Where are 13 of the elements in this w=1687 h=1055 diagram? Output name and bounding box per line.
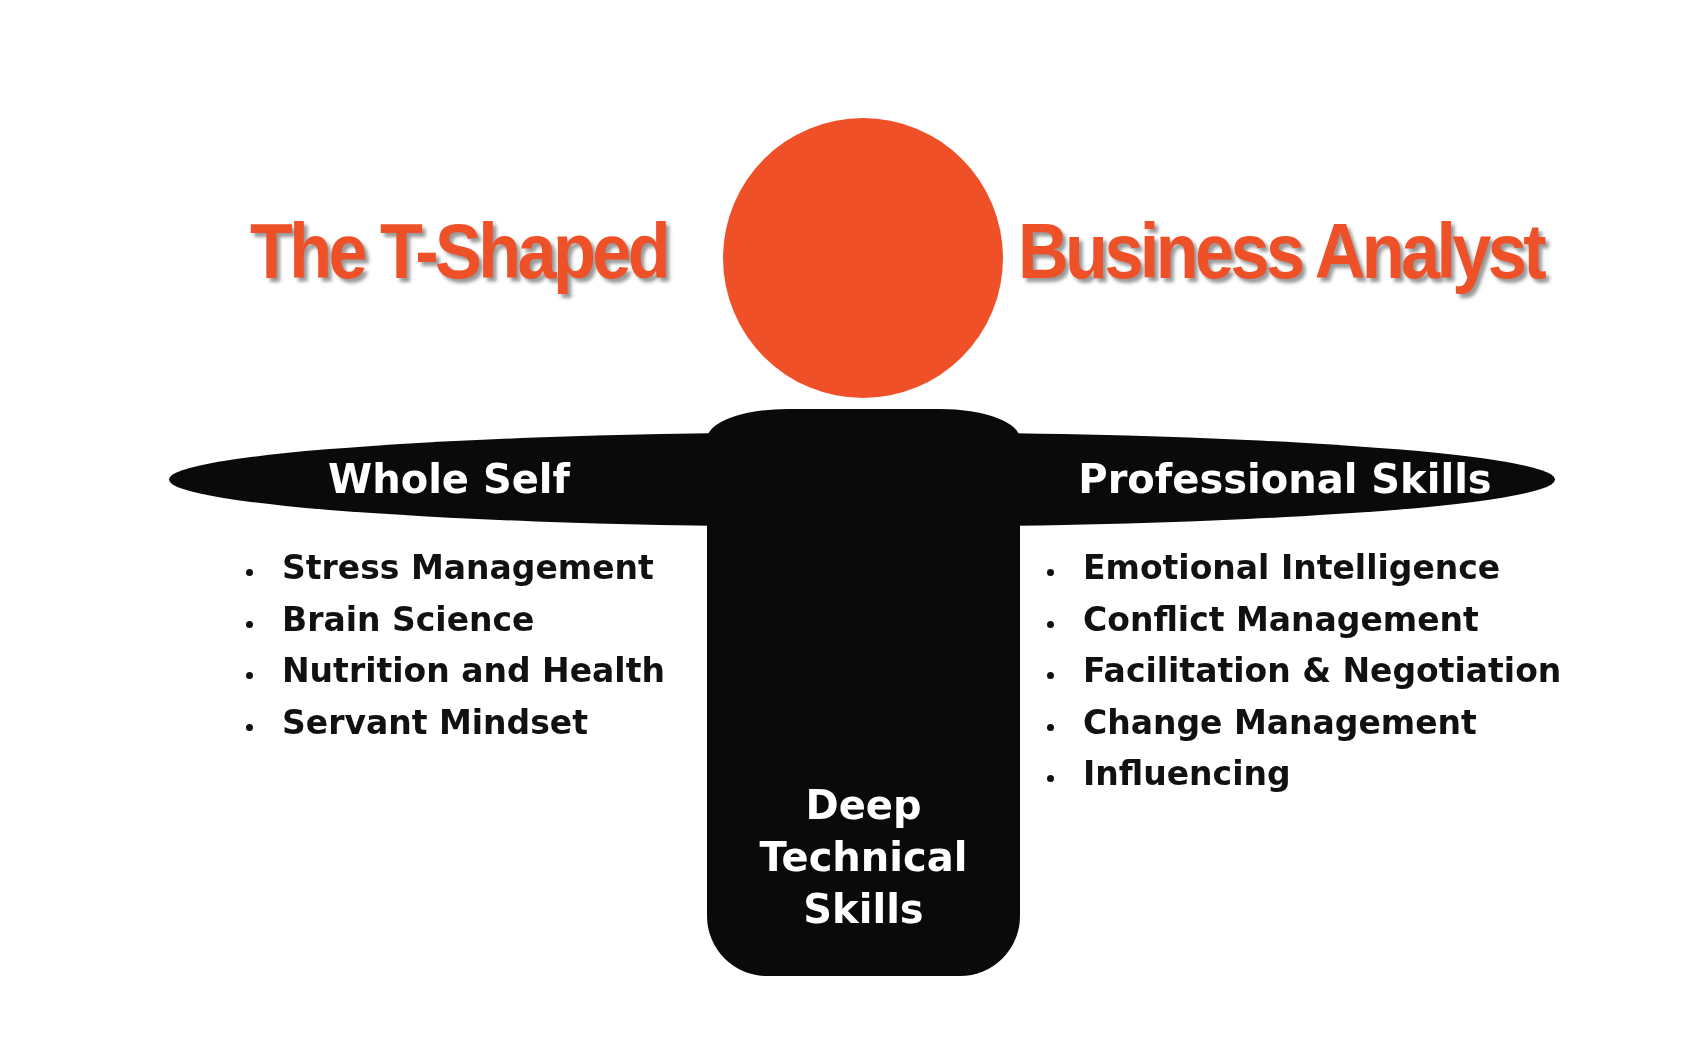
stem-body <box>707 409 1020 976</box>
band-heading: Whole Self <box>327 459 572 499</box>
bullet-item: Stress Management <box>246 550 654 587</box>
stem-label: Deep Technical Skills <box>758 781 969 934</box>
bullet-item: Conflict Management <box>1047 601 1479 638</box>
bullet-item: Influencing <box>1047 756 1291 793</box>
bullet-item: Change Management <box>1047 704 1477 742</box>
bullet-item: Emotional Intelligence <box>1047 550 1501 587</box>
bullet-item: Facilitation & Negotiation <box>1047 653 1562 690</box>
band-heading: Professional Skills <box>1077 459 1493 499</box>
bullet-item: Servant Mindset <box>246 704 589 742</box>
bullet-item: Brain Science <box>246 601 535 638</box>
bullet-item: Nutrition and Health <box>246 653 665 690</box>
